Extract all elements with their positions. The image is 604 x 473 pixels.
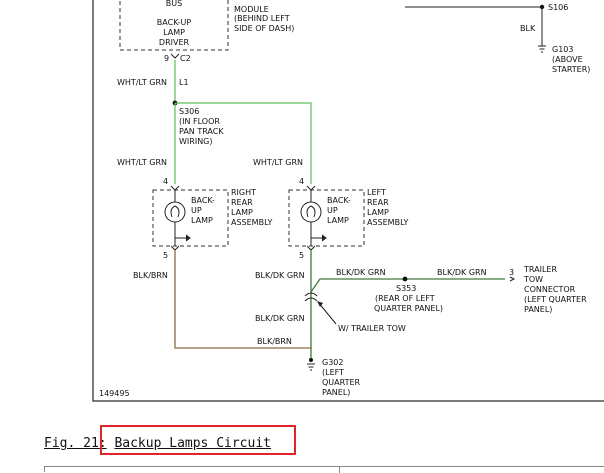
right-lamp-l2: UP bbox=[191, 206, 202, 215]
ground-g302-line3: QUARTER bbox=[322, 378, 361, 387]
wire-blk-dk-grn-trailer bbox=[310, 278, 505, 293]
trailer-connector-symbol bbox=[509, 276, 516, 282]
right-lamp-pin-top: 4 bbox=[163, 177, 168, 186]
wire-blk-dk-grn-label-4: BLK/DK GRN bbox=[437, 268, 487, 277]
module-side2: (BEHIND LEFT bbox=[234, 14, 290, 23]
right-lamp-arrowhead bbox=[185, 234, 191, 242]
wire-blk-brn-label-2: BLK/BRN bbox=[257, 337, 292, 346]
right-lamp-l3: LAMP bbox=[191, 216, 213, 225]
wire-wht-lt-grn-label-2: WHT/LT GRN bbox=[117, 158, 167, 167]
wire-wht-lt-grn-branch bbox=[175, 102, 312, 184]
left-assembly-a4: ASSEMBLY bbox=[367, 218, 408, 227]
right-bulb-filament bbox=[170, 205, 180, 218]
module-line4: DRIVER bbox=[159, 38, 190, 47]
ground-g302-symbol bbox=[307, 363, 315, 371]
left-lamp-connector-bottom bbox=[306, 245, 316, 251]
right-assembly-a4: ASSEMBLY bbox=[231, 218, 272, 227]
trailer-c3: CONNECTOR bbox=[524, 285, 576, 294]
splice-s353-line2: (REAR OF LEFT bbox=[375, 294, 435, 303]
right-assembly-a2: REAR bbox=[231, 198, 253, 207]
ground-g103-line3: STARTER) bbox=[552, 65, 590, 74]
ground-g103-line1: G103 bbox=[552, 45, 573, 54]
backup-lamp-module-box bbox=[119, 0, 229, 51]
ground-g302-line4: PANEL) bbox=[322, 388, 350, 397]
left-lamp-pin-top: 4 bbox=[299, 177, 304, 186]
left-bulb-icon bbox=[300, 201, 322, 223]
right-lamp-l1: BACK- bbox=[191, 196, 215, 205]
splice-s306-line2: (IN FLOOR bbox=[179, 117, 220, 126]
module-connector: C2 bbox=[180, 54, 191, 63]
trailer-c2: TOW bbox=[523, 275, 543, 284]
caption-highlight-box bbox=[100, 425, 296, 455]
option-break-symbol bbox=[304, 292, 318, 302]
caption-title[interactable]: Backup Lamps Circuit bbox=[114, 436, 271, 451]
trailer-c4: (LEFT QUARTER bbox=[524, 295, 587, 304]
left-lamp-l3: LAMP bbox=[327, 216, 349, 225]
ground-g302-line1: G302 bbox=[322, 358, 343, 367]
trailer-c1: TRAILER bbox=[523, 265, 557, 274]
right-bulb-icon bbox=[164, 201, 186, 223]
wire-blk-brn-label-1: BLK/BRN bbox=[133, 271, 168, 280]
caption-prefix: Fig. 21: bbox=[44, 436, 107, 451]
table-column-divider bbox=[339, 467, 340, 473]
left-lamp-l1: BACK- bbox=[327, 196, 351, 205]
left-assembly-a3: LAMP bbox=[367, 208, 389, 217]
figure-caption: Fig. 21: Backup Lamps Circuit bbox=[44, 436, 271, 451]
wire-blk-label: BLK bbox=[520, 24, 536, 33]
module-side3: SIDE OF DASH) bbox=[234, 24, 294, 33]
left-lamp-arrowhead bbox=[321, 234, 327, 242]
splice-s106-label: S106 bbox=[548, 3, 568, 12]
wire-blk-dk-grn-label-1: BLK/DK GRN bbox=[255, 271, 305, 280]
left-assembly-a2: REAR bbox=[367, 198, 389, 207]
splice-s353 bbox=[402, 276, 408, 282]
module-line1: BUS bbox=[166, 0, 182, 8]
module-connector-symbol bbox=[170, 53, 180, 59]
right-lamp-connector-bottom bbox=[170, 245, 180, 251]
right-assembly-a1: RIGHT bbox=[231, 188, 256, 197]
wire-blk-dk-grn-label-2: BLK/DK GRN bbox=[255, 314, 305, 323]
module-line2: BACK-UP bbox=[157, 18, 192, 27]
wire-blk-brn-right bbox=[174, 250, 311, 349]
right-assembly-a3: LAMP bbox=[231, 208, 253, 217]
right-lamp-connector-top bbox=[170, 185, 180, 191]
left-lamp-pin-bottom: 5 bbox=[299, 251, 304, 260]
diagram-frame bbox=[92, 0, 604, 402]
splice-s306-line3: PAN TRACK bbox=[179, 127, 224, 136]
module-line3: LAMP bbox=[163, 28, 185, 37]
wire-circuit-label: L1 bbox=[179, 78, 189, 87]
left-lamp-l2: UP bbox=[327, 206, 338, 215]
ground-g302-line2: (LEFT bbox=[322, 368, 344, 377]
table-top-edge bbox=[44, 466, 604, 473]
trailer-pin: 3 bbox=[509, 268, 514, 277]
splice-s353-line1: S353 bbox=[396, 284, 416, 293]
splice-s353-line3: QUARTER PANEL) bbox=[374, 304, 443, 313]
left-lamp-connector-top bbox=[306, 185, 316, 191]
wire-wht-lt-grn-label-3: WHT/LT GRN bbox=[253, 158, 303, 167]
trailer-c5: PANEL) bbox=[524, 305, 552, 314]
left-lamp-assembly-box bbox=[288, 189, 365, 247]
ground-g302-point bbox=[309, 358, 313, 362]
right-lamp-assembly-box bbox=[152, 189, 229, 247]
figure-number: 149495 bbox=[99, 389, 130, 398]
splice-s306-line1: S306 bbox=[179, 107, 199, 116]
wire-blk-dk-grn-label-3: BLK/DK GRN bbox=[336, 268, 386, 277]
option-label: W/ TRAILER TOW bbox=[338, 324, 406, 333]
left-bulb-filament bbox=[306, 205, 316, 218]
wire-wht-lt-grn-label-1: WHT/LT GRN bbox=[117, 78, 167, 87]
right-lamp-pin-bottom: 5 bbox=[163, 251, 168, 260]
option-pointer-arrow bbox=[317, 301, 323, 307]
module-side1: MODULE bbox=[234, 5, 269, 14]
ground-g103-symbol bbox=[538, 45, 546, 53]
module-pin: 9 bbox=[164, 54, 169, 63]
ground-g103-line2: (ABOVE bbox=[552, 55, 583, 64]
splice-s306-line4: WIRING) bbox=[179, 137, 213, 146]
left-assembly-a1: LEFT bbox=[367, 188, 386, 197]
